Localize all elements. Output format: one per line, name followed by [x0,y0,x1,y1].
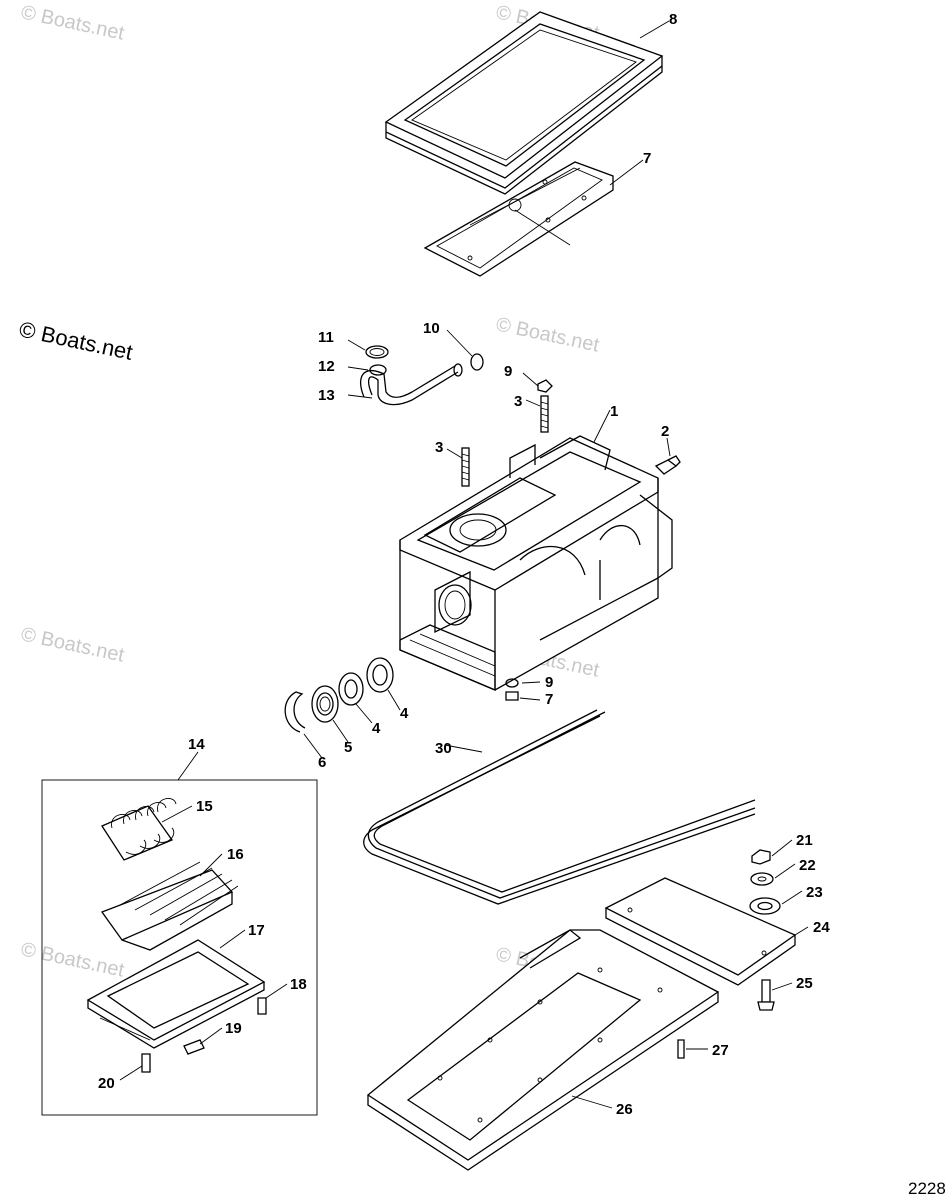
callout-2: 2 [661,423,669,440]
callout-1: 1 [610,403,618,420]
part-16-kit-box [41,779,318,1116]
callout-19: 17 [248,922,265,939]
callout-14: 12 [318,358,335,375]
callout-18: 16 [227,846,244,863]
part-28-bottom-plate [366,929,720,1171]
callout-labels: 8 7 11 12 13 10 9 3 3 1 2 9 7 4 4 5 6 14… [98,11,830,1118]
callout-7: 7 [545,691,553,708]
part-30-seal-strip [363,709,756,905]
part-4-seal-inner [338,672,364,706]
part-4-seal-outer [366,657,394,693]
part-29-screw [677,1039,685,1059]
callout-4-left: 4 [372,720,381,737]
callout-3-lower: 3 [435,439,443,456]
part-10-cover-frame [384,11,664,195]
part-15-tube [360,363,463,406]
part-6-retaining-ring [284,691,306,733]
watermark-faint: © Boats.net [494,313,602,356]
part-2-fitting [654,455,681,475]
callout-16: 14 [188,736,205,753]
callout-4-right: 4 [400,705,409,722]
part-23-nut [751,849,771,865]
part-5-bearing [311,685,339,723]
part-3-stud-upper [540,395,549,433]
callout-25: 23 [806,884,823,901]
callout-9: 7 [643,150,651,167]
part-1-housing [399,435,673,691]
callout-6: 6 [318,754,326,771]
callout-20: 18 [290,976,307,993]
callout-13: 11 [318,329,334,346]
callout-22: 20 [98,1075,115,1092]
watermark-faint: © Boats.net [19,938,127,981]
leader-lines [119,20,809,1109]
callout-12: 10 [423,320,440,337]
callout-26: 24 [813,919,830,936]
callout-28: 26 [616,1101,633,1118]
diagram-code: 2228 [908,1179,946,1198]
part-17-spring-clip [101,798,177,861]
callout-21: 19 [225,1020,242,1037]
part-22-screw [141,1053,151,1073]
part-8-washer [505,678,519,688]
callout-29: 27 [712,1042,729,1059]
part-7-plug [505,691,519,701]
part-25-grommet [749,897,781,915]
callout-3-upper: 3 [514,393,522,410]
callout-27: 25 [796,975,813,992]
callout-10: 8 [669,11,677,28]
part-11-nut [537,379,553,393]
callout-5: 5 [344,739,352,756]
watermark-faint: © Boats.net [19,1,127,44]
part-24-washer [750,872,774,886]
part-18-grate [100,861,239,951]
callout-11: 9 [504,363,512,380]
part-27-screw [757,979,775,1011]
callout-15: 13 [318,387,335,404]
part-3-stud-lower [461,447,470,487]
watermark-faint: © Boats.net [19,623,127,666]
watermark-primary: © Boats.net [17,316,135,364]
callout-24: 22 [799,857,816,874]
callout-30: 30 [435,740,452,757]
part-12-o-ring [470,353,484,371]
part-21-pin [183,1039,205,1055]
part-20-screw [257,997,267,1015]
part-9-gasket [423,161,614,277]
callout-23: 21 [796,832,813,849]
callout-17: 15 [196,798,213,815]
callout-8: 9 [545,674,553,691]
part-19-frame [86,939,266,1049]
part-13-o-ring [365,345,389,359]
